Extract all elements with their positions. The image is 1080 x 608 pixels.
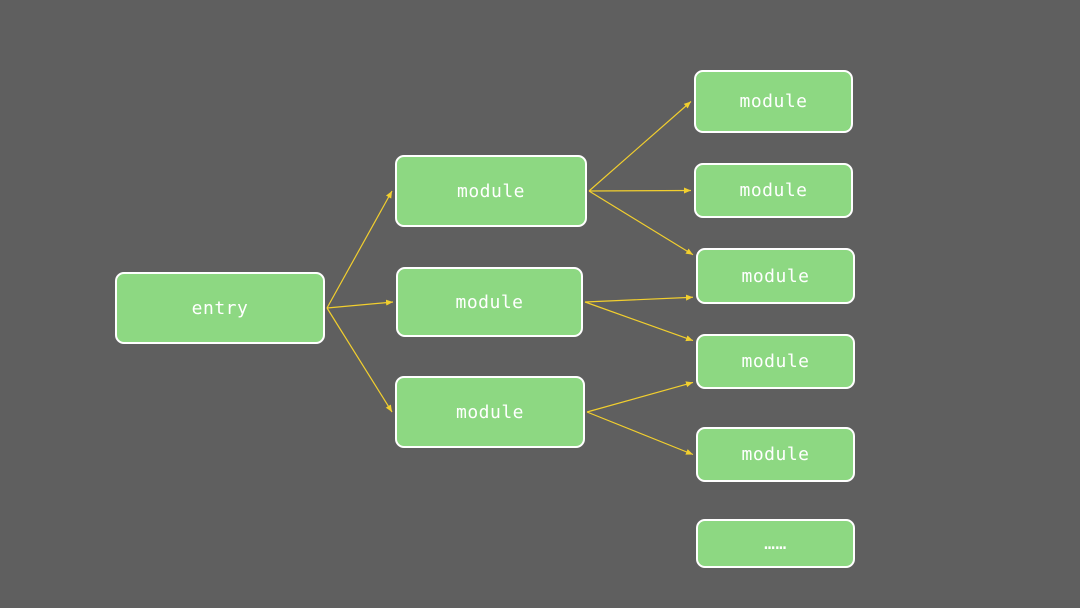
- node-label: module: [739, 180, 808, 201]
- node-label: module: [741, 265, 810, 287]
- edge-m3-to-r5: [586, 411, 694, 456]
- node-module-level1-1: module: [395, 155, 587, 227]
- node-label: module: [455, 401, 525, 423]
- edge-entry-to-m2: [326, 299, 394, 309]
- edge-entry-to-m3: [326, 307, 393, 413]
- node-module-level2-2: module: [694, 163, 853, 218]
- node-ellipsis: ……: [696, 519, 855, 568]
- node-label: module: [456, 180, 526, 202]
- node-label: module: [455, 291, 524, 313]
- node-module-level2-4: module: [696, 334, 855, 389]
- node-entry: entry: [115, 272, 325, 344]
- node-module-level2-3: module: [696, 248, 855, 304]
- edge-entry-to-m1: [326, 190, 393, 309]
- edge-m2-to-r4: [584, 301, 694, 342]
- node-module-level1-3: module: [395, 376, 585, 448]
- node-label: module: [739, 91, 808, 112]
- node-entry-label: entry: [191, 297, 249, 319]
- edge-m3-to-r4: [586, 381, 694, 413]
- node-ellipsis-label: ……: [764, 533, 787, 554]
- edge-m1-to-r3: [588, 190, 694, 256]
- edge-m1-to-r1: [588, 101, 692, 192]
- node-label: module: [741, 444, 810, 465]
- node-module-level2-5: module: [696, 427, 855, 482]
- node-module-level1-2: module: [396, 267, 583, 337]
- node-label: module: [741, 351, 810, 372]
- node-module-level2-1: module: [694, 70, 853, 133]
- edge-m1-to-r2: [588, 187, 692, 194]
- edge-m2-to-r3: [584, 294, 694, 303]
